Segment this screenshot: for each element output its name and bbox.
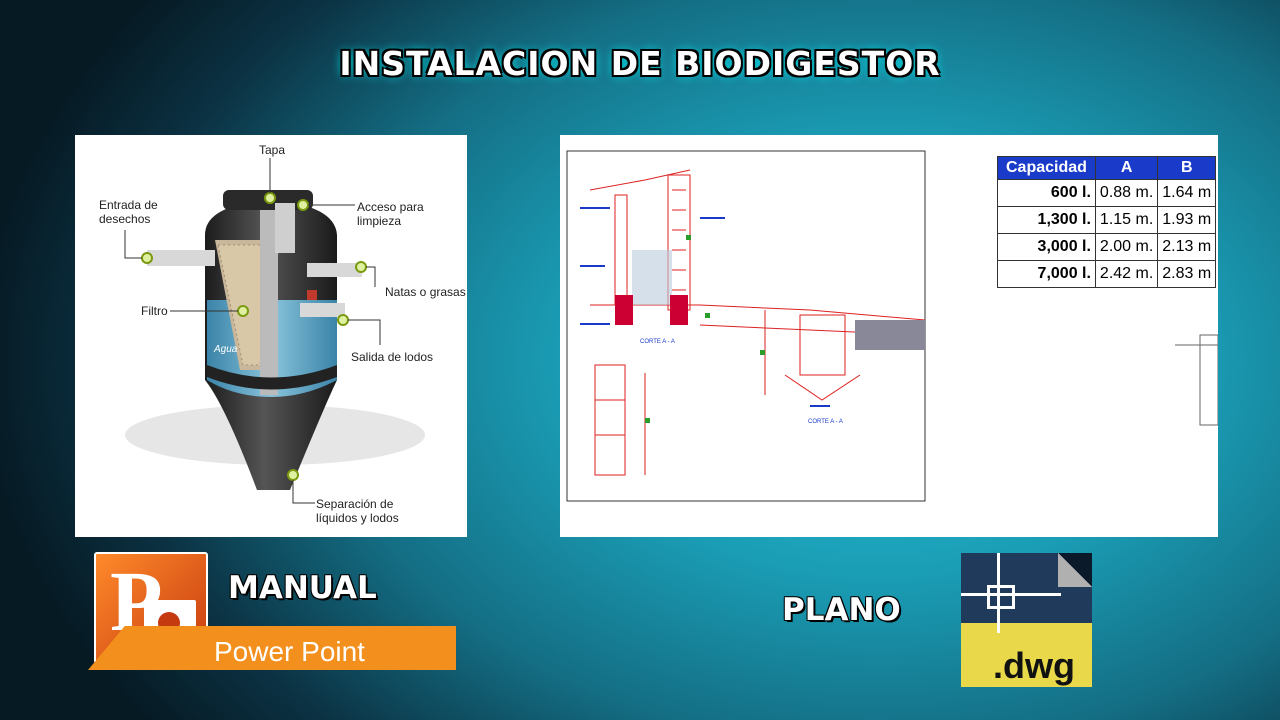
table-cell: 600 l. xyxy=(997,179,1096,207)
powerpoint-link[interactable]: P Power Point xyxy=(88,552,456,670)
table-row: 7,000 l. 2.42 m. 2.83 m xyxy=(997,260,1217,288)
manual-label: MANUAL xyxy=(228,570,377,606)
label-filtro: Filtro xyxy=(141,304,168,318)
label-separacion: Separación de líquidos y lodos xyxy=(316,497,399,525)
table-cell: 0.88 m. xyxy=(1094,179,1159,207)
powerpoint-banner xyxy=(88,626,456,670)
dwg-icon: .dwg xyxy=(961,553,1092,687)
table-cell: 1.93 m xyxy=(1157,206,1217,234)
table-header: Capacidad xyxy=(997,156,1096,180)
cad-plan: CORTE A - A CORTE A - A Capacidad A B 60… xyxy=(560,135,1218,537)
plano-label: PLANO xyxy=(782,592,901,628)
label-natas: Natas o grasas xyxy=(385,285,466,299)
dwg-file-link[interactable]: .dwg xyxy=(961,553,1092,687)
table-header: A xyxy=(1094,156,1159,180)
powerpoint-label: Power Point xyxy=(214,636,365,667)
label-salida: Salida de lodos xyxy=(351,350,434,364)
table-row: 600 l. 0.88 m. 1.64 m xyxy=(997,179,1217,207)
table-cell: 2.42 m. xyxy=(1094,260,1159,288)
capacity-table: Capacidad A B 600 l. 0.88 m. 1.64 m 1,30… xyxy=(997,156,1217,288)
dwg-label: .dwg xyxy=(993,645,1075,686)
label-entrada: Entrada de desechos xyxy=(99,198,158,226)
table-cell: 2.13 m xyxy=(1157,233,1217,261)
cad-drawing xyxy=(566,150,1218,502)
table-cell: 2.00 m. xyxy=(1094,233,1159,261)
label-agua: Agua xyxy=(214,344,238,355)
table-cell: 7,000 l. xyxy=(997,260,1096,288)
table-row: 3,000 l. 2.00 m. 2.13 m xyxy=(997,233,1217,261)
biodigester-diagram: Tapa Entrada de desechos Acceso para lim… xyxy=(75,135,467,537)
page-title: INSTALACION DE BIODIGESTOR xyxy=(339,44,941,83)
table-cell: 2.83 m xyxy=(1157,260,1217,288)
cad-corte-label: CORTE A - A xyxy=(808,419,843,425)
label-tapa: Tapa xyxy=(259,143,286,157)
cad-corte-label: CORTE A - A xyxy=(640,339,675,345)
biodigester-illustration xyxy=(124,158,425,504)
table-cell: 1,300 l. xyxy=(997,206,1096,234)
table-cell: 3,000 l. xyxy=(997,233,1096,261)
table-header: B xyxy=(1157,156,1217,180)
table-row: 1,300 l. 1.15 m. 1.93 m xyxy=(997,206,1217,234)
table-cell: 1.15 m. xyxy=(1094,206,1159,234)
label-acceso: Acceso para limpieza xyxy=(357,200,424,228)
table-cell: 1.64 m xyxy=(1157,179,1217,207)
